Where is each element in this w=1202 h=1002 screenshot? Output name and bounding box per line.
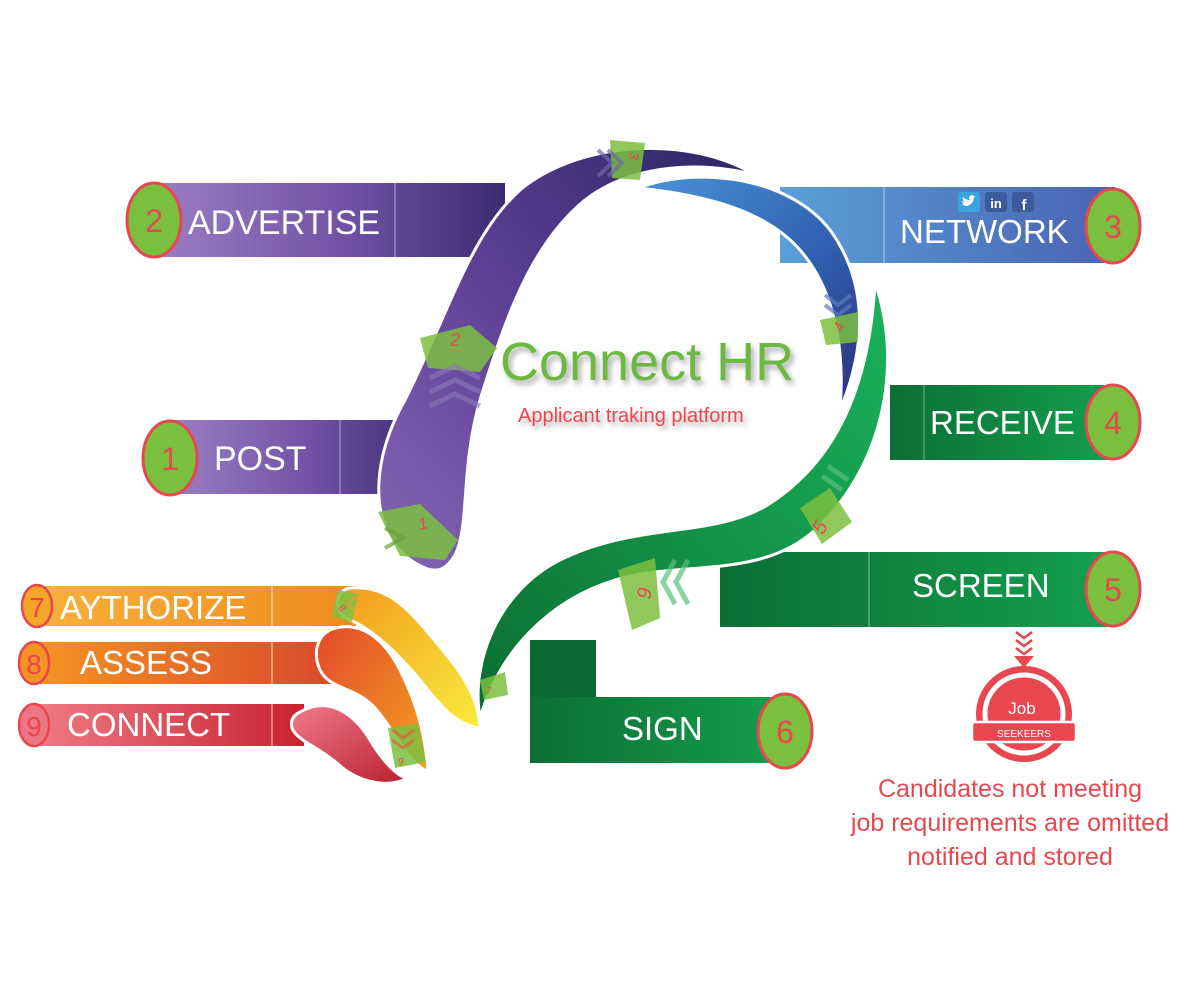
step-number-badge [1084,187,1142,265]
step-number-badge [125,181,183,259]
marker-number: 7 [486,686,492,697]
step-advertise: 2 ADVERTISE [125,181,505,259]
marker-number: 2 [449,330,460,350]
advertise-bar [150,183,505,257]
blue-swirl [637,175,861,411]
step-label: NETWORK [900,213,1069,250]
badge-bottom-text: SEEKEERS [997,729,1051,740]
step-number: 2 [145,203,163,239]
pink-arm [290,704,409,785]
path-marker-6: 6 [618,558,691,630]
step-number: 1 [161,441,179,477]
badge-top-text: Job [1008,699,1035,718]
step-number-badge [141,419,199,497]
assess-bar [36,642,336,684]
step-post: 1 POST [141,419,428,497]
aythorize-bar [36,586,356,626]
step-label: RECEIVE [930,404,1075,441]
sign-bar [530,697,790,763]
step-number-badge [756,692,814,770]
note-line: notified and stored [907,843,1113,871]
step-label: CONNECT [67,706,230,743]
path-marker-4: 4 [820,293,858,345]
step-label: ADVERTISE [188,204,380,242]
screening-note: Candidates not meeting job requirements … [820,772,1200,874]
step-label: AYTHORIZE [60,589,246,626]
step-number-badge [1084,550,1142,628]
step-number-badge [17,702,51,748]
note-line: job requirements are omitted [850,809,1170,837]
step-aythorize: 7 AYTHORIZE [20,583,356,629]
marker-number: 1 [417,515,430,534]
step-number: 8 [26,649,42,680]
marker-number: 3 [626,152,642,161]
path-marker-3: 3 [596,140,645,180]
svg-text:f: f [1022,197,1028,214]
facebook-icon: f [1012,192,1034,214]
connect-bar [36,704,304,746]
step-number: 3 [1104,209,1122,245]
linkedin-icon: in [985,192,1007,212]
job-seekers-badge: Job SEEKEERS [970,666,1078,762]
step-sign: 6 SIGN [530,640,814,770]
marker-number: 9 [398,757,404,768]
path-marker-5: 5 [800,463,852,544]
marker-number: 6 [632,585,656,601]
step-assess: 8 ASSESS [17,640,336,686]
path-marker-7: 7 [480,672,508,700]
screen-bar [720,552,1115,627]
social-icons: in f [958,192,1034,214]
step-number-badge [1084,383,1142,461]
step-number: 7 [29,592,45,623]
svg-text:in: in [990,196,1002,211]
step-number: 5 [1104,572,1122,608]
step-connect: 9 CONNECT [17,702,304,748]
receive-bar [890,385,1115,460]
path-marker-2: 2 [420,325,497,409]
page-title: Connect HR [500,332,794,392]
path-marker-1: 1 [378,504,458,560]
down-arrow-icon [1014,631,1034,668]
step-label: SCREEN [912,567,1050,604]
path-marker-8: 8 [332,590,358,622]
sign-connector [530,640,596,698]
purple-swirl [377,146,756,572]
page-subtitle: Applicant traking platform [518,405,744,427]
step-number-badge [20,583,54,629]
path-marker-9: 9 [388,724,426,768]
step-label: POST [214,440,307,478]
step-number: 6 [776,714,794,750]
step-label: ASSESS [80,644,212,681]
step-number: 9 [26,711,42,742]
marker-number: 8 [336,603,348,615]
note-line: Candidates not meeting [877,775,1143,803]
step-number-badge [17,640,51,686]
step-screen: 5 SCREEN [720,550,1142,628]
twitter-icon [958,192,980,212]
step-receive: 4 RECEIVE [890,383,1142,461]
step-number: 4 [1104,405,1122,441]
step-label: SIGN [622,710,703,747]
